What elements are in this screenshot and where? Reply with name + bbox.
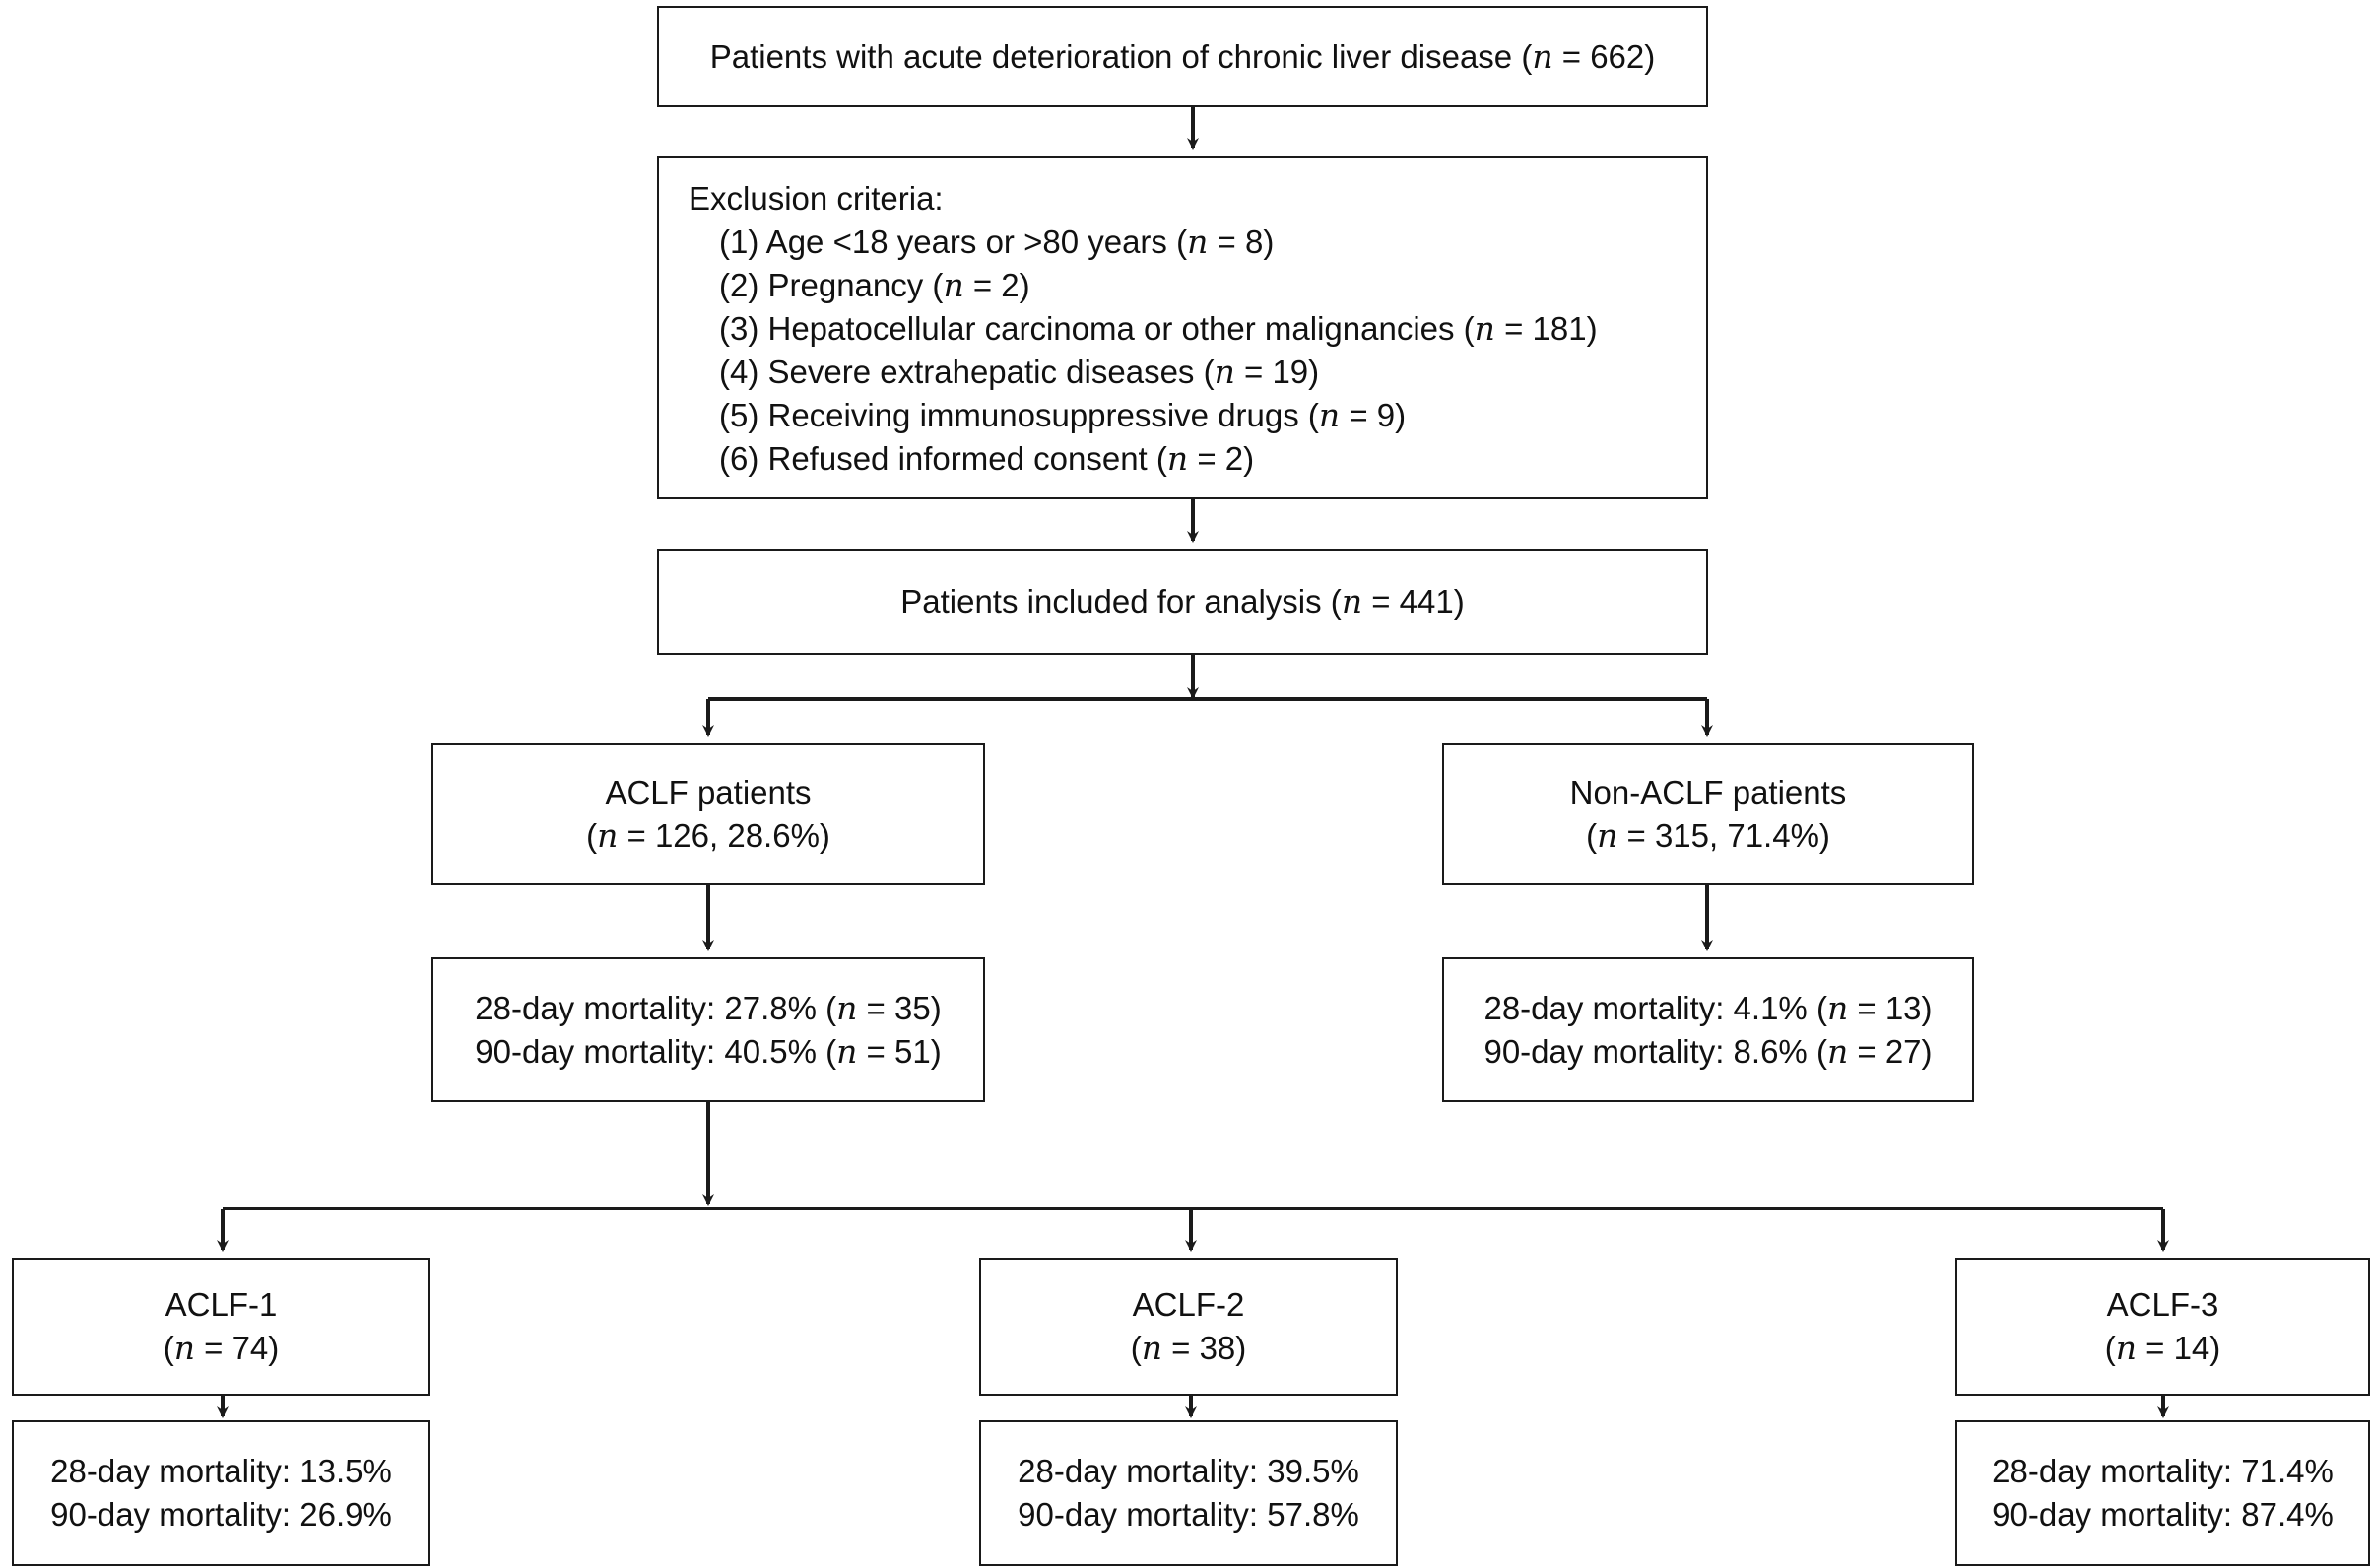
aclf-count: (n = 126, 28.6%) [586,816,830,855]
aclf-1-count: (n = 74) [163,1329,280,1367]
box-aclf-3: ACLF-3 (n = 14) [1955,1258,2370,1396]
aclf-mortality-28: 28-day mortality: 27.8% (n = 35) [475,988,942,1027]
non-aclf-mortality-28: 28-day mortality: 4.1% (n = 13) [1483,988,1933,1027]
box-included-patients: Patients included for analysis (n = 441) [657,549,1708,655]
aclf-1-mortality-28: 28-day mortality: 13.5% [50,1453,392,1489]
aclf-1-mortality-90: 90-day mortality: 26.9% [50,1496,392,1533]
exclusion-item: (2) Pregnancy (n = 2) [719,266,1030,304]
box-aclf-1-mortality: 28-day mortality: 13.5% 90-day mortality… [12,1420,430,1566]
box-aclf-2-mortality: 28-day mortality: 39.5% 90-day mortality… [979,1420,1398,1566]
exclusion-item: (3) Hepatocellular carcinoma or other ma… [719,309,1598,348]
aclf-3-mortality-90: 90-day mortality: 87.4% [1992,1496,2334,1533]
box-aclf-patients: ACLF patients (n = 126, 28.6%) [431,743,985,885]
box-acute-deterioration: Patients with acute deterioration of chr… [657,6,1708,107]
aclf-title: ACLF patients [605,773,812,811]
box-non-aclf-mortality: 28-day mortality: 4.1% (n = 13) 90-day m… [1442,957,1974,1102]
exclusion-item: (6) Refused informed consent (n = 2) [719,439,1255,478]
exclusion-item: (5) Receiving immunosuppressive drugs (n… [719,396,1407,434]
aclf-2-title: ACLF-2 [1132,1286,1245,1323]
aclf-2-count: (n = 38) [1130,1329,1247,1367]
aclf-3-mortality-28: 28-day mortality: 71.4% [1992,1453,2334,1489]
exclusion-title: Exclusion criteria: [689,180,944,217]
box-non-aclf-patients: Non-ACLF patients (n = 315, 71.4%) [1442,743,1974,885]
non-aclf-count: (n = 315, 71.4%) [1586,816,1830,855]
aclf-mortality-90: 90-day mortality: 40.5% (n = 51) [475,1031,942,1071]
exclusion-item: (4) Severe extrahepatic diseases (n = 19… [719,353,1320,391]
box-aclf-1: ACLF-1 (n = 74) [12,1258,430,1396]
box-aclf-mortality: 28-day mortality: 27.8% (n = 35) 90-day … [431,957,985,1102]
aclf-2-mortality-90: 90-day mortality: 57.8% [1018,1496,1359,1533]
aclf-3-title: ACLF-3 [2106,1286,2219,1323]
exclusion-item: (1) Age <18 years or >80 years (n = 8) [719,223,1275,261]
aclf-3-count: (n = 14) [2104,1329,2221,1367]
box-included-text: Patients included for analysis (n = 441) [900,582,1465,621]
non-aclf-mortality-90: 90-day mortality: 8.6% (n = 27) [1483,1031,1933,1071]
box-acute-deterioration-text: Patients with acute deterioration of chr… [709,36,1656,76]
box-aclf-2: ACLF-2 (n = 38) [979,1258,1398,1396]
box-exclusion-criteria: Exclusion criteria: (1) Age <18 years or… [657,156,1708,499]
aclf-1-title: ACLF-1 [165,1286,278,1323]
non-aclf-title: Non-ACLF patients [1569,773,1847,811]
aclf-2-mortality-28: 28-day mortality: 39.5% [1018,1453,1359,1489]
box-aclf-3-mortality: 28-day mortality: 71.4% 90-day mortality… [1955,1420,2370,1566]
